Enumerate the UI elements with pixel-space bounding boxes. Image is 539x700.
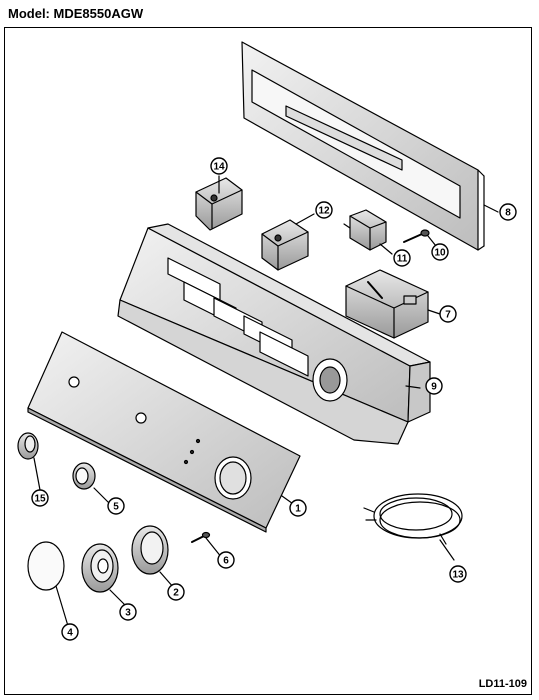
callout-6: 6 [217, 551, 235, 569]
part-4-knob-cover [27, 541, 69, 627]
model-number: MDE8550AGW [53, 6, 144, 21]
callout-11: 11 [393, 249, 411, 267]
svg-text:13: 13 [452, 570, 464, 581]
callout-13: 13 [449, 565, 467, 583]
callout-labels: 1 2 3 4 5 6 7 8 9 10 11 12 13 14 15 [31, 157, 517, 641]
part-6-screw [191, 531, 223, 559]
part-12-switch [261, 213, 315, 271]
callout-3: 3 [119, 603, 137, 621]
part-11-buzzer [343, 209, 393, 255]
svg-text:3: 3 [125, 608, 131, 619]
svg-text:6: 6 [223, 556, 229, 567]
part-9-control-housing [117, 223, 431, 445]
callout-9: 9 [425, 377, 443, 395]
svg-text:12: 12 [318, 206, 330, 217]
callout-12: 12 [315, 201, 333, 219]
callout-15: 15 [31, 489, 49, 507]
part-7-timer [345, 269, 441, 339]
callout-5: 5 [107, 497, 125, 515]
svg-text:14: 14 [213, 162, 225, 173]
svg-text:2: 2 [173, 588, 179, 599]
part-10-screw [403, 229, 437, 247]
part-2-bezel [131, 525, 175, 589]
diagram-code: LD11-109 [478, 678, 527, 690]
callout-7: 7 [439, 305, 457, 323]
svg-text:1: 1 [295, 504, 301, 515]
part-5-knob [72, 462, 111, 505]
model-label: Model: [8, 6, 50, 21]
svg-text:15: 15 [34, 494, 46, 505]
callout-8: 8 [499, 203, 517, 221]
svg-text:7: 7 [445, 310, 451, 321]
callout-1: 1 [289, 499, 307, 517]
model-header: Model: MDE8550AGW [8, 6, 143, 21]
part-13-wire-harness [363, 493, 463, 561]
callout-10: 10 [431, 243, 449, 261]
part-8-back-overlay [241, 41, 499, 251]
callout-2: 2 [167, 583, 185, 601]
callout-4: 4 [61, 623, 79, 641]
part-1-control-panel [27, 331, 301, 533]
svg-text:10: 10 [434, 248, 446, 259]
part-3-bezel [81, 543, 127, 607]
diagram-frame [4, 27, 532, 695]
callout-14: 14 [210, 157, 228, 175]
svg-text:8: 8 [505, 208, 511, 219]
part-14-switch [195, 175, 243, 231]
part-15-knob [17, 432, 41, 491]
svg-text:11: 11 [397, 254, 408, 265]
svg-text:9: 9 [431, 382, 437, 393]
svg-text:4: 4 [67, 628, 73, 639]
svg-text:5: 5 [113, 502, 119, 513]
